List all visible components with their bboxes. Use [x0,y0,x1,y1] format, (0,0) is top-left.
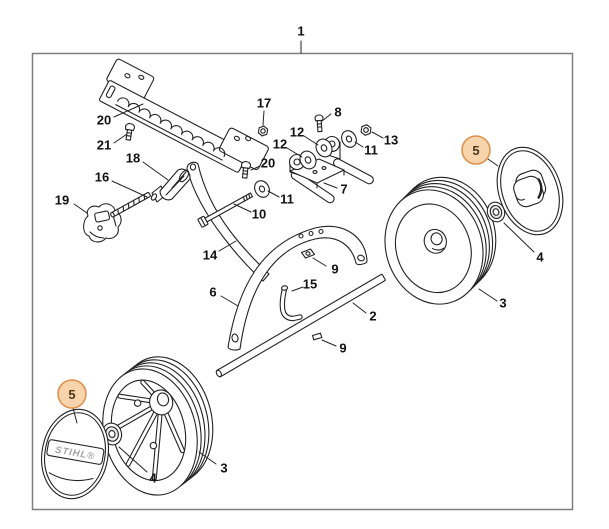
badge-number-right: 5 [472,143,479,158]
nut-17-drawing [257,125,269,137]
callout-19-label: 19 [54,192,70,208]
l-pin-drawing [279,285,303,322]
arch-bracket-drawing [227,225,368,351]
threaded-rod-drawing [110,191,151,218]
callout-2-label: 2 [369,308,377,324]
wheel-left-drawing [102,356,214,496]
screw-20-drawing [240,161,252,179]
washer-12a-drawing [315,138,333,158]
callout-18-label: 18 [125,150,141,166]
bearing-right-drawing [486,201,506,223]
callout-4l-label: 4 [149,470,157,486]
callout-9b-label: 9 [339,340,347,356]
callout-20-label: 20 [96,112,112,128]
callout-7-label: 7 [340,181,348,197]
callout-16-label: 16 [94,169,110,185]
callout-badge-right: 5 [461,135,491,165]
key-9-drawing [311,332,323,341]
callout-11b-label: 11 [280,191,294,207]
callout-12a-label: 12 [289,124,305,140]
callout-14-label: 14 [202,247,218,263]
callout-3l-label: 3 [220,460,228,476]
callout-11a-label: 11 [364,142,378,158]
callout-4r-label: 4 [536,249,544,265]
badge-number-left: 5 [68,387,75,402]
figure-border [31,52,574,511]
callout-12b-label: 12 [272,136,288,152]
callout-3r-label: 3 [499,295,507,311]
badge-circle-right [461,135,491,165]
wheel-spokes [111,379,185,481]
callout-20b-label: 20 [260,155,276,171]
callout-1-label: 1 [297,23,305,39]
screw-8-drawing [314,114,324,133]
star-knob-drawing [83,203,122,243]
callout-badge-left: 5 [57,379,87,409]
washer-11b-drawing [254,180,270,198]
washer-12b-drawing [299,150,317,170]
cone-spacer-drawing [150,168,191,203]
leader-lines [72,40,535,473]
wheel-right-drawing [384,176,497,305]
hubcap-left-drawing: STIHL® [41,408,109,500]
square-nut-9-drawing [300,248,316,259]
nut-13-drawing [360,124,372,136]
callout-13-label: 13 [383,132,399,148]
callout-9a-label: 9 [331,261,339,277]
hubcap-right-drawing [496,146,564,236]
callout-8-label: 8 [334,104,342,120]
axle-tube-drawing [215,273,386,378]
callout-17-label: 17 [256,95,272,111]
long-bolt-drawing [197,192,254,228]
screw-21-drawing [124,123,136,141]
callout-15-label: 15 [302,276,318,292]
callout-10-label: 10 [251,206,267,222]
callout-6-label: 6 [209,284,217,300]
washer-11a-drawing [341,130,357,148]
callout-21-label: 21 [96,137,112,153]
badge-circle-left [57,379,87,409]
